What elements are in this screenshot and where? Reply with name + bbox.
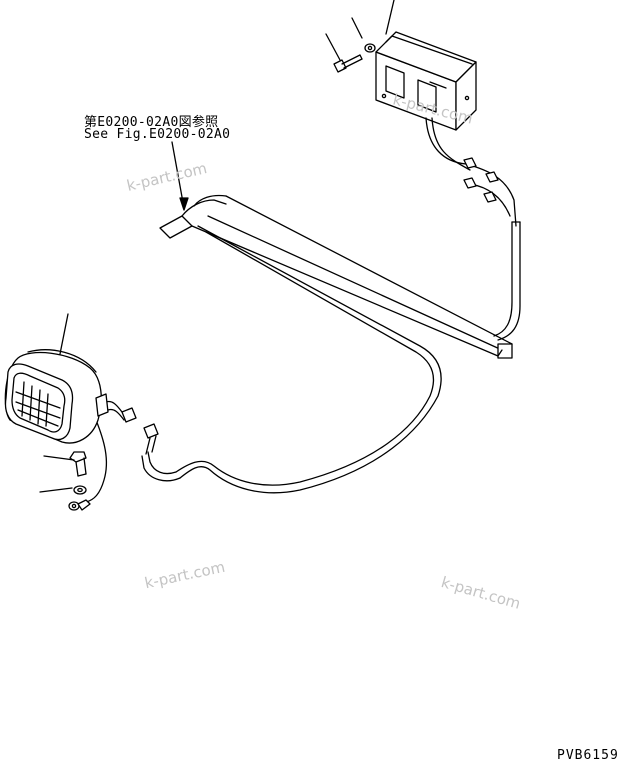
connector-b xyxy=(485,171,499,183)
reference-leader xyxy=(171,141,189,211)
roof-frame xyxy=(159,194,513,359)
connector-e xyxy=(121,407,137,423)
ground-terminal xyxy=(68,499,91,511)
control-box xyxy=(375,0,477,131)
bolt-upper xyxy=(325,33,363,73)
washer xyxy=(351,17,376,53)
bolt-lower xyxy=(43,451,87,477)
connector-f xyxy=(143,423,159,455)
connector-d xyxy=(483,191,497,203)
harness-loop xyxy=(141,225,442,494)
harness-upper xyxy=(425,117,517,227)
connector-a xyxy=(463,157,477,169)
reference-note-jp: 第E0200-02A0図参照 xyxy=(84,115,219,130)
washer-lower xyxy=(39,485,87,495)
connector-c xyxy=(463,177,477,189)
cable-tube-right xyxy=(493,221,521,341)
reference-note-en: See Fig.E0200-02A0 xyxy=(84,127,231,142)
drawing-code: PVB6159 xyxy=(557,748,619,763)
work-lamp xyxy=(4,313,109,444)
